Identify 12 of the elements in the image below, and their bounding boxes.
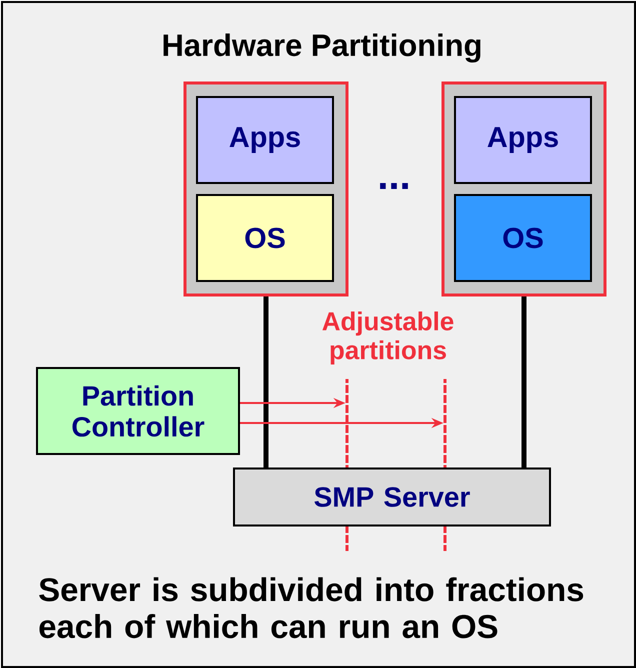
controller-box: Partition Controller [36,367,240,455]
partitions-label: Adjustable partitions [322,312,454,365]
os-box: OS [454,194,592,282]
os-box: OS [196,194,334,282]
connector-line [264,296,268,468]
ellipsis-dots: ... [380,183,408,189]
apps-box: Apps [454,96,592,184]
title: Hardware Partitioning [164,34,480,62]
caption: Server is subdivided into fractions each of which can run an OS [39,577,584,638]
connector-line [522,296,526,468]
apps-box: Apps [196,96,334,184]
server-box: SMP Server [233,468,551,526]
